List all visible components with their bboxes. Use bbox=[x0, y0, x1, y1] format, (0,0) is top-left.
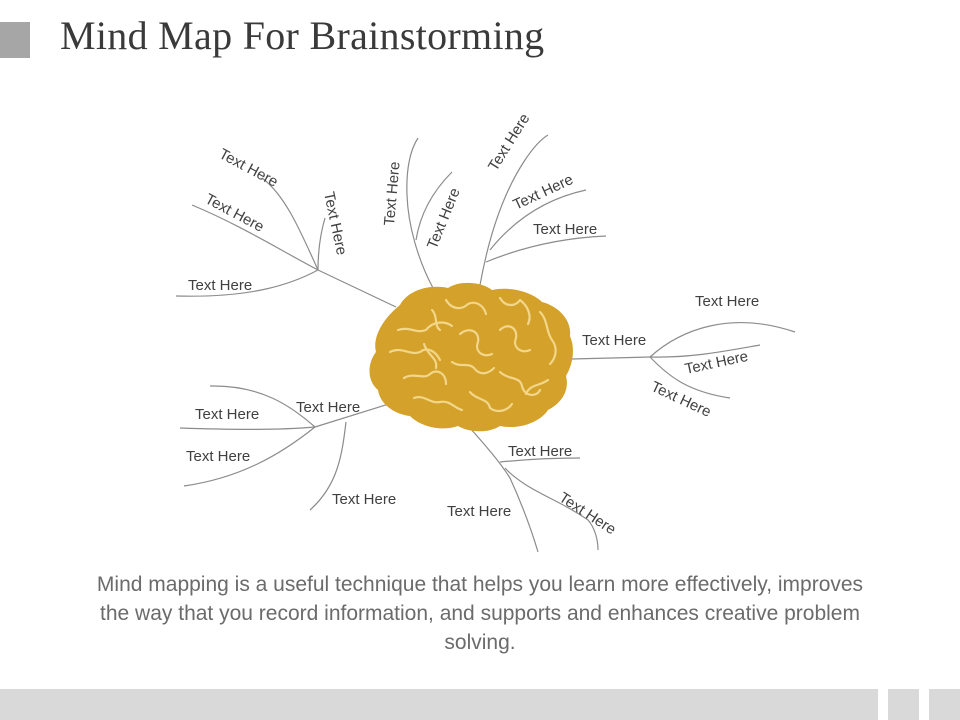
brain-icon bbox=[369, 282, 573, 432]
branch-right-trunk bbox=[571, 356, 651, 360]
branch-upper-left-4 bbox=[317, 217, 326, 271]
label-top-1: Text Here bbox=[381, 161, 404, 226]
label-top-right-3: Text Here bbox=[533, 221, 597, 238]
brain-shape bbox=[369, 282, 573, 432]
branch-right-2 bbox=[649, 344, 761, 358]
branch-lower-left-2 bbox=[179, 426, 316, 430]
label-lower-2: Text Here bbox=[447, 503, 511, 520]
branch-lower-2 bbox=[499, 457, 581, 463]
caption-text: Mind mapping is a useful technique that … bbox=[96, 573, 864, 654]
branch-lower-3 bbox=[504, 467, 599, 551]
label-lower-3: Text Here bbox=[556, 489, 619, 538]
label-right-1: Text Here bbox=[695, 293, 759, 310]
label-top-right-1: Text Here bbox=[485, 111, 533, 174]
label-lower-left-trunk: Text Here bbox=[296, 399, 360, 416]
branch-lower-left-1 bbox=[209, 385, 316, 428]
label-lower-left-1: Text Here bbox=[195, 406, 259, 423]
label-lower-1: Text Here bbox=[508, 443, 572, 460]
branch-upper-left-2 bbox=[191, 204, 319, 271]
footer-square-1 bbox=[888, 689, 919, 720]
branch-right-1 bbox=[649, 322, 796, 358]
branch-upper-left-1 bbox=[261, 177, 319, 271]
branch-top-right-3 bbox=[485, 235, 607, 263]
label-lower-left-3: Text Here bbox=[332, 491, 396, 508]
branch-top-right-trunk bbox=[479, 134, 549, 286]
label-upper-left-2: Text Here bbox=[202, 191, 267, 236]
branch-lower-left-4 bbox=[309, 421, 347, 511]
label-right-3: Text Here bbox=[648, 378, 713, 421]
branch-right-3 bbox=[649, 356, 731, 399]
brain-folds bbox=[388, 296, 557, 413]
label-upper-left-3: Text Here bbox=[188, 277, 252, 294]
branch-top-right-2 bbox=[489, 189, 587, 251]
branch-top-trunk bbox=[406, 137, 434, 289]
branch-upper-left-trunk bbox=[317, 269, 397, 308]
label-top-2: Text Here bbox=[424, 186, 464, 252]
branch-upper-left-3 bbox=[175, 269, 319, 297]
branch-lower-left-trunk bbox=[314, 402, 393, 428]
branch-lower-trunk bbox=[469, 427, 539, 553]
label-right-trunk: Text Here bbox=[582, 332, 646, 349]
label-upper-left-4: Text Here bbox=[320, 190, 350, 256]
label-upper-left-1: Text Here bbox=[216, 146, 281, 191]
page-title: Mind Map For Brainstorming bbox=[60, 13, 545, 58]
footer-bar bbox=[0, 689, 878, 720]
branch-top-2 bbox=[415, 171, 453, 241]
branch-lines bbox=[175, 134, 796, 553]
footer-square-2 bbox=[929, 689, 960, 720]
label-top-right-2: Text Here bbox=[511, 171, 576, 214]
branch-lower-left-3 bbox=[183, 426, 316, 487]
label-lower-left-2: Text Here bbox=[186, 448, 250, 465]
title-accent-bar bbox=[0, 22, 30, 58]
